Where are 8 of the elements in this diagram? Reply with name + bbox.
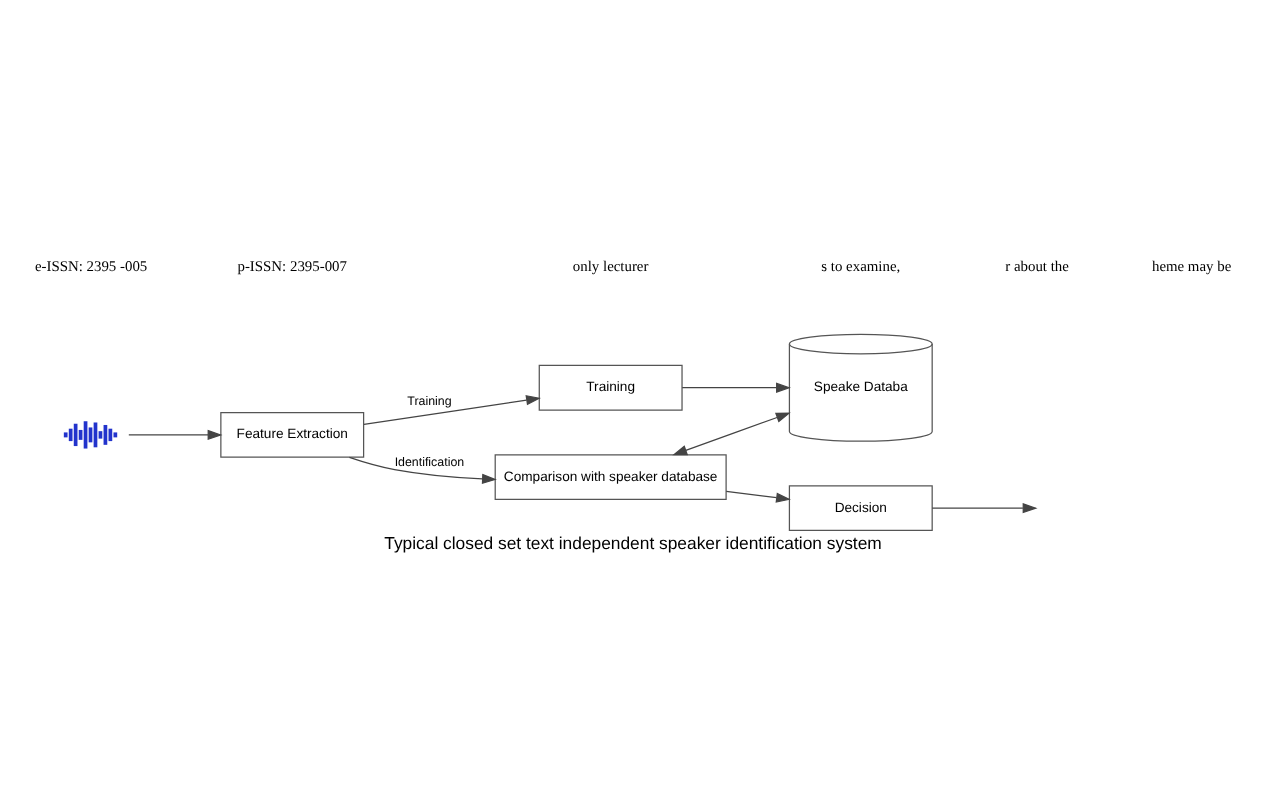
arrow [348, 456, 497, 485]
caption: Typical closed set text independent speaker identification system [384, 533, 882, 554]
arrow [681, 382, 791, 393]
arrow [672, 412, 791, 456]
arrow [363, 395, 541, 425]
arrow [931, 502, 1038, 514]
arrow [128, 429, 223, 441]
arrow [725, 490, 791, 503]
